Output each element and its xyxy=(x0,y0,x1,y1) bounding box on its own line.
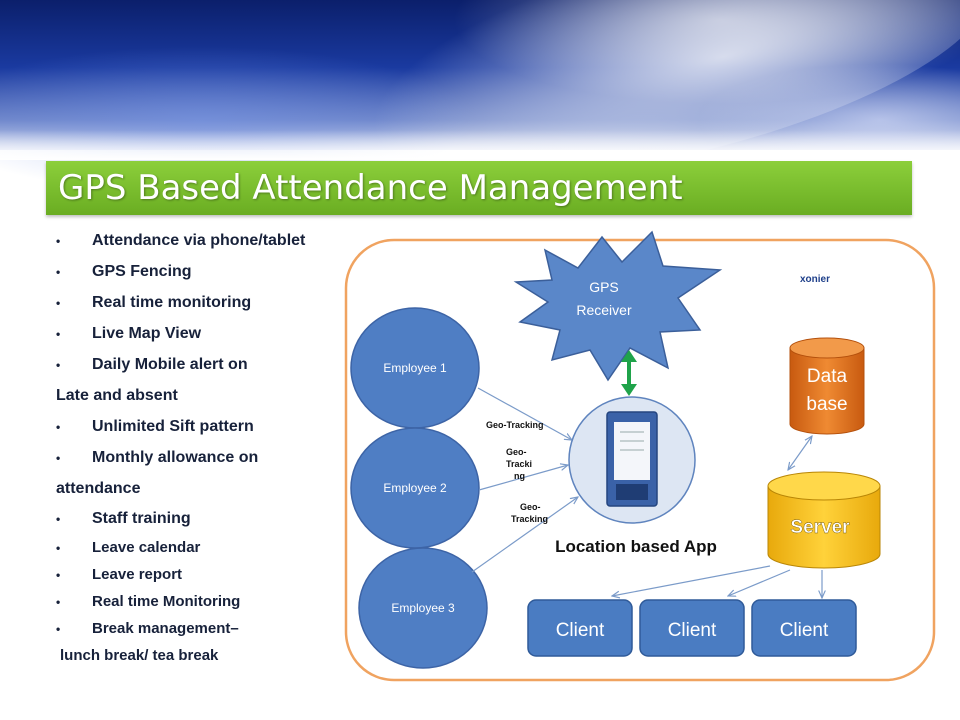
feature-continuation: attendance xyxy=(56,480,141,497)
client-box-1 xyxy=(527,599,633,657)
feature-label: Real time monitoring xyxy=(92,294,252,311)
database-label-line2: base xyxy=(806,394,847,415)
geo-tracking-label-2a: Geo- xyxy=(506,447,527,457)
feature-continuation: lunch break/ tea break xyxy=(60,647,219,664)
client-label-3: Client xyxy=(780,620,829,641)
gps-receiver-label-line1: GPS xyxy=(589,279,619,295)
employee-1-label: Employee 1 xyxy=(383,361,447,375)
geo-tracking-label-3a: Geo- xyxy=(520,502,541,512)
header-fade xyxy=(0,130,960,160)
geo-tracking-label-2c: ng xyxy=(514,471,525,481)
employee-3-label: Employee 3 xyxy=(391,601,455,615)
employee-3-node xyxy=(358,547,488,669)
double-arrow-icon xyxy=(621,350,637,396)
gps-receiver-starburst xyxy=(513,230,723,382)
feature-label: Monthly allowance on xyxy=(92,449,259,466)
client-box-2 xyxy=(639,599,745,657)
database-label-line1: Data xyxy=(807,366,848,387)
page-title: GPS Based Attendance Management xyxy=(58,168,683,208)
feature-label: GPS Fencing xyxy=(92,263,192,280)
xonier-logo: xonier xyxy=(800,274,830,285)
title-bar: GPS Based Attendance Management xyxy=(46,161,912,215)
client-label-1: Client xyxy=(556,620,605,641)
smartphone-icon xyxy=(606,411,658,507)
feature-label: Attendance via phone/tablet xyxy=(92,232,306,249)
client-label-2: Client xyxy=(668,620,717,641)
geo-tracking-arrow-3 xyxy=(471,497,578,573)
geo-tracking-arrow-2 xyxy=(478,465,568,491)
server-label: Server xyxy=(790,517,850,538)
database-server-link xyxy=(788,436,812,470)
employee-2-label: Employee 2 xyxy=(383,481,447,495)
feature-label: Real time Monitoring xyxy=(92,593,241,610)
feature-label: Break management– xyxy=(92,620,239,637)
client-box-3 xyxy=(751,599,857,657)
geo-tracking-label-3b: Tracking xyxy=(511,514,548,524)
feature-label: Staff training xyxy=(92,510,191,527)
server-cylinder xyxy=(767,471,881,569)
feature-label: Live Map View xyxy=(92,325,202,342)
server-client-arrow-1 xyxy=(612,565,771,596)
geo-tracking-label-1: Geo-Tracking xyxy=(486,420,544,430)
geo-tracking-label-2b: Tracki xyxy=(506,459,532,469)
database-cylinder xyxy=(789,337,865,435)
feature-continuation: Late and absent xyxy=(56,387,178,404)
feature-label: Daily Mobile alert on xyxy=(92,356,248,373)
feature-label: Leave report xyxy=(92,566,183,583)
server-client-arrow-2 xyxy=(728,569,791,596)
header-banner xyxy=(0,0,960,231)
feature-label: Unlimited Sift pattern xyxy=(92,418,254,435)
geo-tracking-arrow-1 xyxy=(477,387,572,440)
feature-label: Leave calendar xyxy=(92,539,201,556)
gps-receiver-label-line2: Receiver xyxy=(576,302,632,318)
location-app-label: Location based App xyxy=(555,537,717,556)
